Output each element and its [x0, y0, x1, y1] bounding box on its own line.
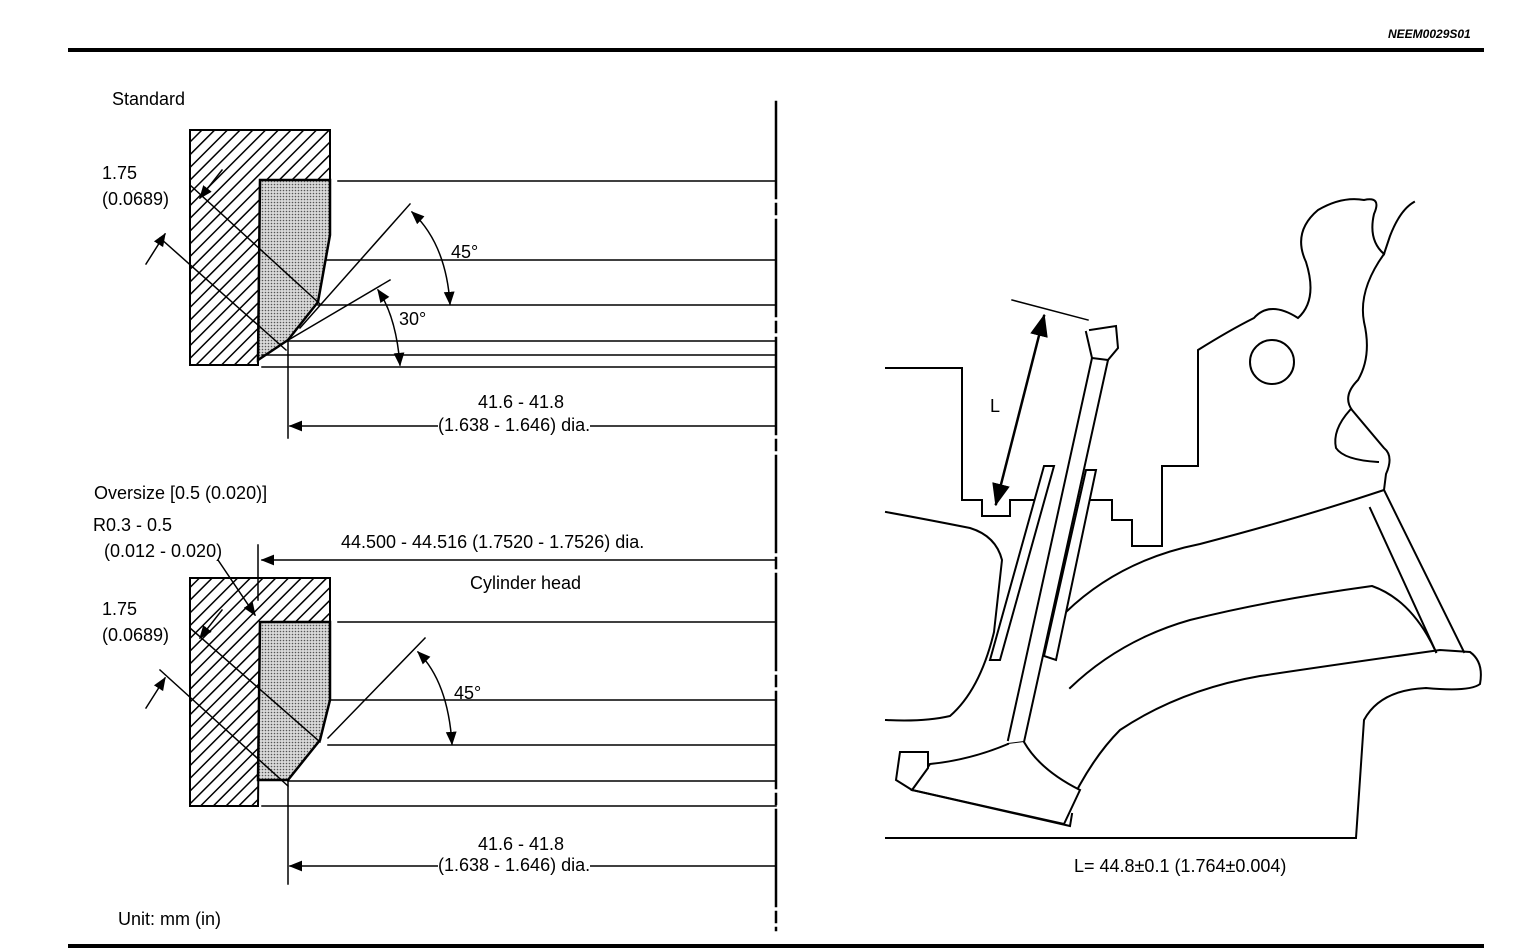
seat-insert-standard: [256, 178, 332, 363]
seat-insert-oversize: [256, 620, 332, 782]
oversize-width-in: (0.0689): [102, 625, 170, 645]
angle-arc-30-standard: [376, 288, 405, 367]
valve-length-symbol: L: [990, 396, 1001, 416]
length-arrow: [992, 313, 1048, 507]
standard-width-mm: 1.75: [102, 163, 138, 183]
oversize-angle-45: 45°: [454, 683, 482, 703]
standard-title: Standard: [112, 89, 186, 109]
standard-angle-30: 30°: [399, 309, 427, 329]
standard-angle-45: 45°: [451, 242, 479, 262]
unit-note: Unit: mm (in): [118, 909, 221, 929]
cylinder-head-label: Cylinder head: [470, 573, 582, 593]
document-code: NEEM0029S01: [1388, 27, 1471, 41]
oversize-dia-mm: 41.6 - 41.8: [478, 834, 565, 854]
oversize-width-mm: 1.75: [102, 599, 138, 619]
standard-width-in: (0.0689): [102, 189, 170, 209]
oversize-bore-dia: 44.500 - 44.516 (1.7520 - 1.7526) dia.: [341, 532, 645, 552]
angle-arc-45-standard: [410, 210, 455, 306]
standard-dia-in: (1.638 - 1.646) dia.: [438, 415, 591, 435]
oversize-title: Oversize [0.5 (0.020)]: [94, 483, 268, 503]
standard-dia-mm: 41.6 - 41.8: [478, 392, 565, 412]
oversize-dia-in: (1.638 - 1.646) dia.: [438, 855, 591, 875]
angle-arc-45-oversize: [416, 650, 457, 746]
valve-length-spec: L= 44.8±0.1 (1.764±0.004): [1074, 856, 1287, 876]
oversize-section: [144, 544, 777, 885]
oversize-radius-in: (0.012 - 0.020): [104, 541, 223, 561]
oversize-radius-mm: R0.3 - 0.5: [93, 515, 173, 535]
valve-head-section: [884, 198, 1482, 839]
standard-section: [144, 129, 777, 439]
